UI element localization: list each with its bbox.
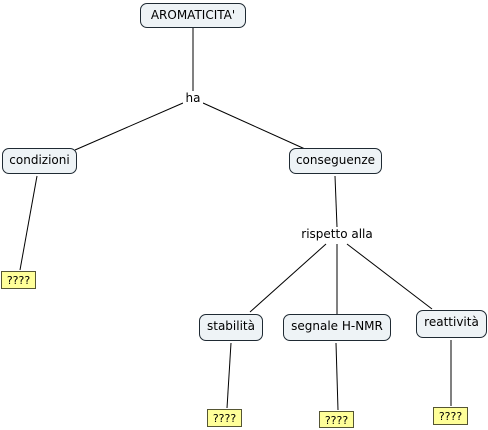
placeholder-condizioni[interactable]: ???? [1, 271, 36, 289]
node-stabilita[interactable]: stabilità [199, 314, 263, 341]
line-nmr-to-placeholder [335, 342, 339, 411]
line-rispetto-to-reattivita [346, 243, 433, 310]
line-condizioni-to-placeholder [19, 175, 38, 271]
node-conseguenze[interactable]: conseguenze [289, 148, 382, 174]
line-ha-to-condizioni [74, 102, 184, 151]
link-label-rispetto-alla: rispetto alla [296, 227, 378, 243]
line-stabilita-to-placeholder [226, 342, 232, 409]
line-ha-to-conseguenze [202, 102, 306, 150]
node-aromaticita[interactable]: AROMATICITA' [140, 3, 246, 28]
node-segnale-h-nmr[interactable]: segnale H-NMR [283, 314, 391, 341]
placeholder-stabilita[interactable]: ???? [207, 409, 242, 427]
node-reattivita[interactable]: reattività [416, 310, 487, 338]
line-rispetto-to-stabilita [249, 243, 327, 313]
node-condizioni[interactable]: condizioni [2, 148, 77, 174]
line-conseguenze-to-rispetto [334, 175, 338, 228]
placeholder-segnale-h-nmr[interactable]: ???? [319, 411, 354, 428]
placeholder-reattivita[interactable]: ???? [433, 407, 468, 425]
link-label-ha: ha [183, 91, 203, 105]
